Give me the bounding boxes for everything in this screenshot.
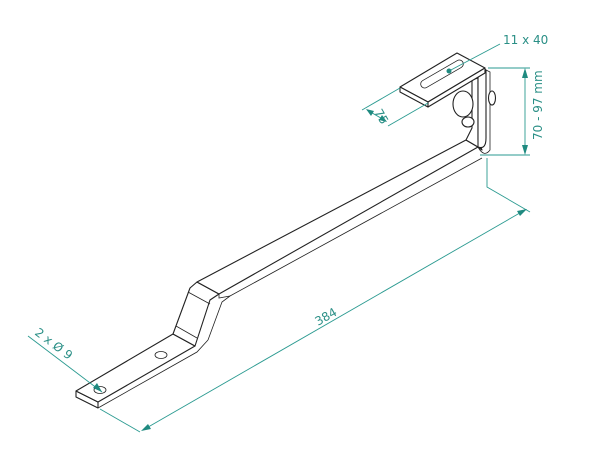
nut (487, 90, 497, 106)
foot-edge (97, 339, 209, 409)
vertical-arm (477, 65, 487, 149)
slot-dimension-label: 11 x 40 (503, 33, 548, 47)
riser (172, 281, 220, 347)
height-dimension-label: 70 - 97 mm (531, 70, 545, 140)
hole (93, 386, 107, 394)
dimensions (27, 43, 531, 433)
flange-width-label: 75 (371, 107, 391, 127)
foot-top (75, 333, 196, 403)
bracket-part (75, 52, 497, 409)
long-bar (196, 139, 479, 295)
bolt-head (452, 90, 474, 118)
hole (154, 351, 168, 359)
slot (420, 59, 464, 89)
